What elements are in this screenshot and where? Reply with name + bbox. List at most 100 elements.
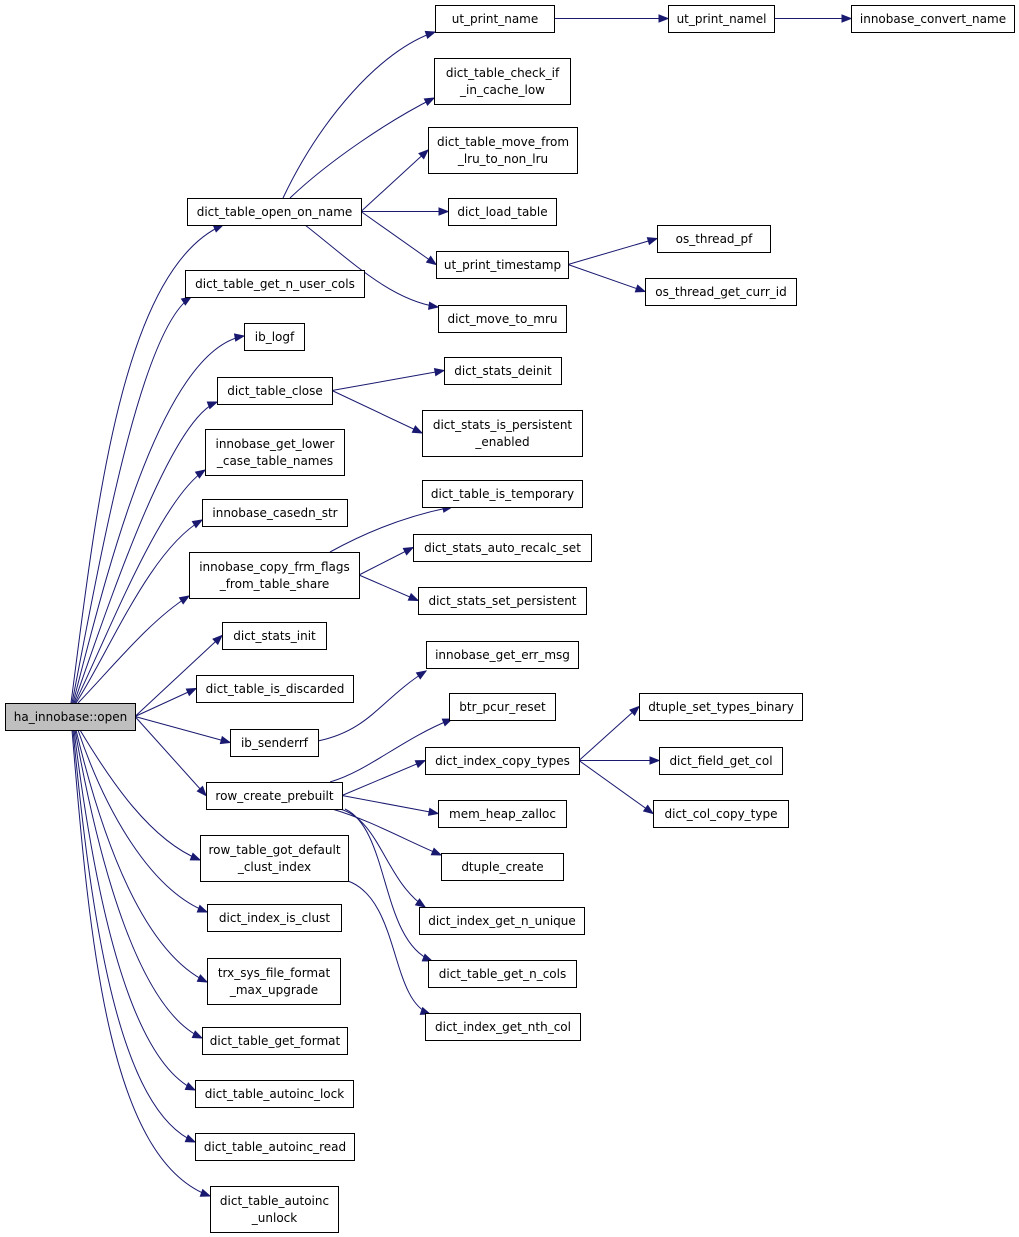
arrowhead <box>430 847 443 856</box>
edge-ha_innobase_open-to-dict_table_autoinc_read <box>72 729 197 1143</box>
node-dict_table_is_temporary[interactable]: dict_table_is_temporary <box>422 480 583 508</box>
node-label: row_create_prebuilt <box>215 789 333 803</box>
node-dict_stats_auto_recalc_set[interactable]: dict_stats_auto_recalc_set <box>413 534 592 562</box>
node-dict_table_get_n_user_cols[interactable]: dict_table_get_n_user_cols <box>185 270 365 298</box>
node-ut_print_timestamp[interactable]: ut_print_timestamp <box>436 251 569 279</box>
node-dict_table_autoinc_lock[interactable]: dict_table_autoinc_lock <box>195 1080 354 1108</box>
node-label: dict_table_autoinc_lock <box>205 1087 344 1101</box>
node-label: innobase_copy_frm_flags <box>199 560 350 574</box>
node-innobase_get_err_msg[interactable]: innobase_get_err_msg <box>426 641 579 669</box>
node-dict_index_copy_types[interactable]: dict_index_copy_types <box>425 747 580 775</box>
node-dtuple_set_types_binary[interactable]: dtuple_set_types_binary <box>639 693 803 721</box>
node-box <box>419 907 585 935</box>
node-label: innobase_get_lower <box>215 437 334 451</box>
node-label: _from_table_share <box>219 577 330 591</box>
edge-line <box>77 595 190 704</box>
edge-line <box>341 760 426 796</box>
node-box <box>659 747 783 775</box>
node-box <box>5 703 136 731</box>
node-os_thread_pf[interactable]: os_thread_pf <box>657 225 771 253</box>
node-row_table_got_default_clust_index[interactable]: row_table_got_default_clust_index <box>200 835 349 882</box>
edge-dict_table_open_on_name-to-dict_table_check_if_in_cache_low <box>289 97 436 199</box>
edge-line <box>72 729 196 1143</box>
node-ha_innobase_open[interactable]: ha_innobase::open <box>5 703 136 731</box>
node-innobase_copy_frm_flags_from_table_share[interactable]: innobase_copy_frm_flags _from_table_share <box>189 552 360 599</box>
arrowhead <box>629 705 641 716</box>
edge-row_create_prebuilt-to-dict_index_get_n_unique <box>339 808 427 908</box>
node-label: innobase_convert_name <box>860 12 1006 26</box>
node-box <box>438 800 567 828</box>
node-innobase_convert_name[interactable]: innobase_convert_name <box>851 5 1015 33</box>
node-dict_index_get_nth_col[interactable]: dict_index_get_nth_col <box>425 1013 581 1041</box>
node-label: ha_innobase::open <box>14 710 127 724</box>
node-box <box>205 429 345 476</box>
edge-innobase_copy_frm_flags_from_table_share-to-dict_stats_set_persistent <box>358 574 420 602</box>
edge-row_create_prebuilt-to-dict_table_get_n_cols <box>344 808 434 962</box>
node-ib_senderrf[interactable]: ib_senderrf <box>230 729 319 757</box>
arrowhead <box>433 368 446 377</box>
edge-ha_innobase_open-to-ib_senderrf <box>134 716 232 745</box>
node-label: dict_stats_auto_recalc_set <box>424 541 581 555</box>
node-dict_table_get_n_cols[interactable]: dict_table_get_n_cols <box>428 960 577 988</box>
node-dict_stats_set_persistent[interactable]: dict_stats_set_persistent <box>418 587 587 615</box>
edge-line <box>331 370 445 391</box>
node-ut_print_namel[interactable]: ut_print_namel <box>668 5 775 33</box>
node-dict_move_to_mru[interactable]: dict_move_to_mru <box>438 305 567 333</box>
node-box <box>422 480 583 508</box>
node-box <box>657 225 771 253</box>
node-box <box>207 958 341 1005</box>
arrowhead <box>646 237 659 246</box>
node-ib_logf[interactable]: ib_logf <box>244 323 305 351</box>
arrowhead <box>184 1082 197 1091</box>
edge-ha_innobase_open-to-ib_logf <box>72 333 246 704</box>
edge-ha_innobase_open-to-dict_table_is_discarded <box>134 687 198 717</box>
node-dict_field_get_col[interactable]: dict_field_get_col <box>659 747 783 775</box>
node-dict_col_copy_type[interactable]: dict_col_copy_type <box>653 800 789 828</box>
node-dict_table_check_if_in_cache_low[interactable]: dict_table_check_if_in_cache_low <box>434 58 571 105</box>
node-dict_table_get_format[interactable]: dict_table_get_format <box>202 1027 348 1055</box>
edge-dict_index_copy_types-to-dict_field_get_col <box>579 756 661 765</box>
node-box <box>196 675 354 703</box>
arrowhead <box>206 401 219 410</box>
node-box <box>428 960 577 988</box>
node-btr_pcur_reset[interactable]: btr_pcur_reset <box>449 693 556 721</box>
node-dict_table_open_on_name[interactable]: dict_table_open_on_name <box>187 198 362 226</box>
edge-ut_print_timestamp-to-os_thread_pf <box>567 237 659 265</box>
node-innobase_casedn_str[interactable]: innobase_casedn_str <box>202 499 348 527</box>
node-dict_table_is_discarded[interactable]: dict_table_is_discarded <box>196 675 354 703</box>
edge-line <box>73 729 196 1091</box>
edge-line <box>304 224 439 308</box>
arrowhead <box>196 904 209 913</box>
node-label: dict_table_open_on_name <box>197 205 353 219</box>
node-trx_sys_file_format_max_upgrade[interactable]: trx_sys_file_format_max_upgrade <box>207 958 341 1005</box>
node-box <box>426 641 579 669</box>
node-label: row_table_got_default <box>208 843 340 857</box>
node-box <box>244 323 305 351</box>
node-mem_heap_zalloc[interactable]: mem_heap_zalloc <box>438 800 567 828</box>
node-dict_table_autoinc_unlock[interactable]: dict_table_autoinc_unlock <box>210 1186 339 1233</box>
node-dict_table_close[interactable]: dict_table_close <box>217 377 333 405</box>
node-dict_stats_deinit[interactable]: dict_stats_deinit <box>444 357 562 385</box>
node-dict_stats_init[interactable]: dict_stats_init <box>222 622 327 650</box>
node-label: _lru_to_non_lru <box>457 152 548 166</box>
node-label: dict_load_table <box>457 205 547 219</box>
node-row_create_prebuilt[interactable]: row_create_prebuilt <box>206 782 343 810</box>
edge-line <box>358 547 414 576</box>
node-innobase_get_lower_case_table_names[interactable]: innobase_get_lower_case_table_names <box>205 429 345 476</box>
node-label: innobase_casedn_str <box>212 506 337 520</box>
node-dict_index_is_clust[interactable]: dict_index_is_clust <box>207 904 342 932</box>
node-label: _in_cache_low <box>459 83 545 97</box>
node-os_thread_get_curr_id[interactable]: os_thread_get_curr_id <box>645 278 797 306</box>
node-box <box>436 251 569 279</box>
arrowhead <box>191 519 204 529</box>
node-dtuple_create[interactable]: dtuple_create <box>441 853 564 881</box>
node-dict_load_table[interactable]: dict_load_table <box>448 198 557 226</box>
node-dict_stats_is_persistent_enabled[interactable]: dict_stats_is_persistent_enabled <box>422 410 583 457</box>
node-dict_table_move_from_lru_to_non_lru[interactable]: dict_table_move_from_lru_to_non_lru <box>428 127 578 174</box>
edge-dict_table_close-to-dict_stats_is_persistent_enabled <box>331 390 424 434</box>
node-dict_table_autoinc_read[interactable]: dict_table_autoinc_read <box>195 1133 355 1161</box>
node-ut_print_name[interactable]: ut_print_name <box>435 5 555 33</box>
node-label: dict_col_copy_type <box>665 807 778 821</box>
node-dict_index_get_n_unique[interactable]: dict_index_get_n_unique <box>419 907 585 935</box>
